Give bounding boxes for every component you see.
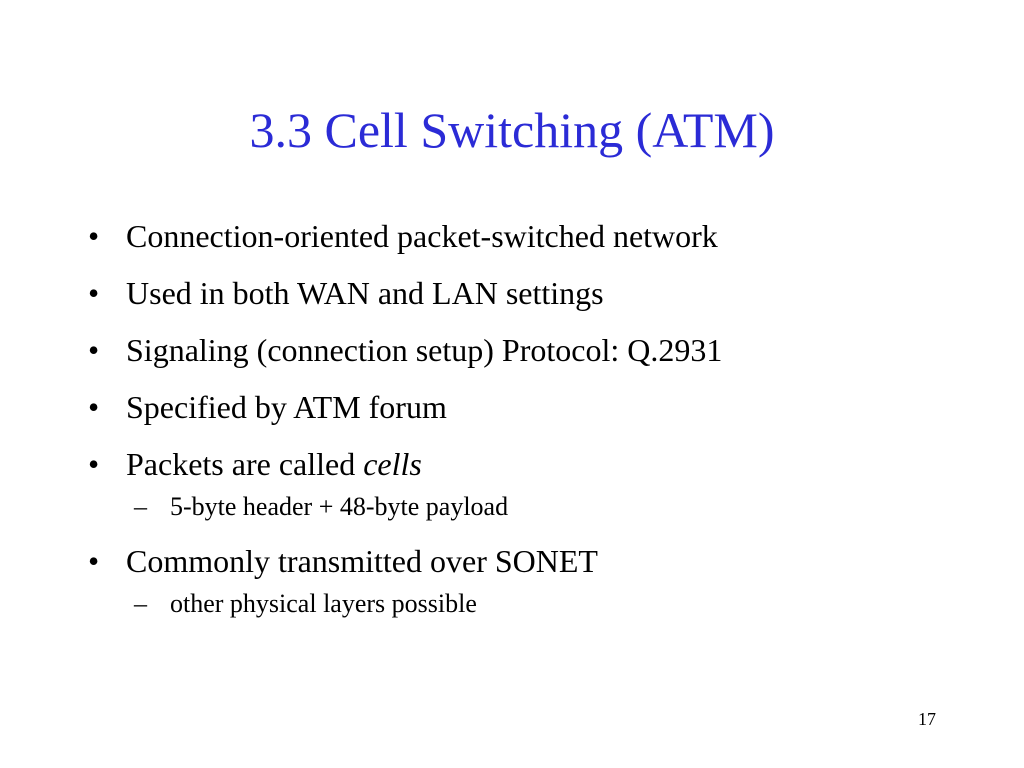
sub-bullet-cell-format: – 5-byte header + 48-byte payload: [84, 489, 964, 525]
sub-bullet-mark: –: [134, 589, 147, 618]
bullet-item-connection-oriented: • Connection-oriented packet-switched ne…: [84, 214, 964, 259]
sub-bullet-mark: –: [134, 492, 147, 521]
bullet-item-wan-lan: • Used in both WAN and LAN settings: [84, 271, 964, 316]
bullet-mark: •: [88, 543, 100, 579]
bullet-text: Commonly transmitted over SONET: [126, 543, 598, 579]
bullet-item-signaling: • Signaling (connection setup) Protocol:…: [84, 328, 964, 373]
bullet-mark: •: [88, 389, 100, 425]
bullet-text: Signaling (connection setup) Protocol: Q…: [126, 332, 723, 368]
bullet-list: • Connection-oriented packet-switched ne…: [84, 214, 964, 636]
sub-bullet-text: 5-byte header + 48-byte payload: [170, 492, 509, 521]
sub-bullet-physical-layers: – other physical layers possible: [84, 586, 964, 622]
bullet-emphasis-cells: cells: [363, 446, 422, 482]
slide-title: 3.3 Cell Switching (ATM): [249, 102, 775, 158]
bullet-item-atm-forum: • Specified by ATM forum: [84, 385, 964, 430]
bullet-text: Packets are called: [126, 446, 364, 482]
bullet-mark: •: [88, 275, 100, 311]
bullet-text: Used in both WAN and LAN settings: [126, 275, 604, 311]
bullet-mark: •: [88, 332, 100, 368]
bullet-mark: •: [88, 446, 100, 482]
page-number: 17: [918, 709, 936, 729]
bullet-mark: •: [88, 218, 100, 254]
bullet-item-sonet: • Commonly transmitted over SONET: [84, 539, 964, 584]
bullet-text: Connection-oriented packet-switched netw…: [126, 218, 718, 254]
bullet-text: Specified by ATM forum: [126, 389, 447, 425]
bullet-item-cells: • Packets are called cells: [84, 442, 964, 487]
sub-bullet-text: other physical layers possible: [170, 589, 477, 618]
